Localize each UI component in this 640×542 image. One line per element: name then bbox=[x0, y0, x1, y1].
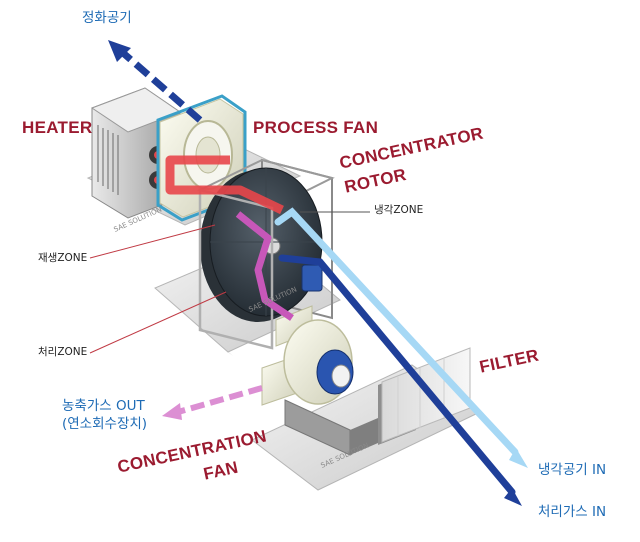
concentrated-gas-flow bbox=[177, 385, 263, 415]
cooling-air-in-label: 냉각공기 IN bbox=[538, 462, 607, 478]
clean-air-label: 정화공기 bbox=[82, 10, 132, 26]
cooling-air-in-arrow-icon bbox=[509, 448, 528, 468]
process-fan-hub-icon bbox=[195, 136, 221, 174]
heater-vent-fins-icon bbox=[97, 125, 119, 195]
concentrated-gas-out-label-line1: 농축가스 OUT bbox=[62, 398, 145, 414]
cooling-zone-label: 냉각ZONE bbox=[374, 204, 424, 216]
process-gas-flow bbox=[278, 254, 516, 496]
heater-label: HEATER bbox=[22, 118, 93, 137]
process-zone-label: 처리ZONE bbox=[38, 346, 88, 358]
process-gas-in-label: 처리가스 IN bbox=[538, 504, 607, 520]
rotor-frame-front bbox=[198, 188, 274, 350]
fan-stand-side bbox=[350, 418, 378, 455]
hot-air-flow bbox=[165, 155, 284, 215]
concentrated-gas-out-arrow-icon bbox=[162, 403, 182, 420]
process-fan-label: PROCESS FAN bbox=[253, 118, 379, 137]
cooling-air-flow bbox=[274, 207, 519, 456]
regen-zone-label: 재생ZONE bbox=[38, 252, 88, 264]
rotor-base-rail bbox=[155, 288, 233, 356]
concentrated-gas-out-label-line2: (연소회수장치) bbox=[62, 416, 148, 432]
process-zone-leader bbox=[89, 291, 227, 354]
regen-air-flow bbox=[235, 211, 294, 321]
regen-zone-leader bbox=[89, 224, 216, 259]
heater-unit bbox=[86, 87, 302, 226]
process-gas-in-arrow-icon bbox=[504, 488, 522, 506]
fan-motor-cap-icon bbox=[331, 364, 351, 388]
clean-air-flow bbox=[119, 49, 203, 123]
clean-air-out-arrow-icon bbox=[108, 40, 131, 62]
rotor-drive-motor bbox=[301, 264, 323, 292]
